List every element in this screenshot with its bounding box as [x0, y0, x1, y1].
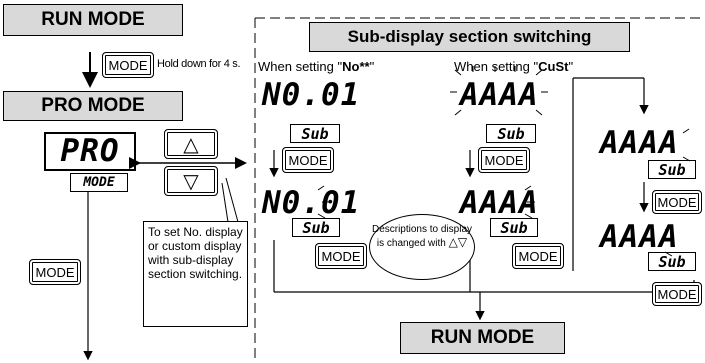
run-mode-label: RUN MODE [41, 9, 145, 30]
setting-cust-prefix: When setting " [454, 59, 539, 74]
setting-cust-suffix: " [568, 59, 574, 74]
down-triangle-icon: ▽ [183, 170, 199, 193]
run-mode-box-top: RUN MODE [3, 4, 183, 36]
sub-label: Sub [301, 124, 329, 143]
setting-cust-label: When setting "CuSt" [454, 59, 573, 74]
bubble-triangle-icons: △▽ [448, 235, 468, 249]
setting-no-suffix: " [369, 59, 375, 74]
sub-label: Sub [302, 218, 330, 237]
pro-mode-box: PRO MODE [3, 91, 183, 121]
pro-display-text: PRO [60, 133, 120, 169]
mode-key-hold[interactable]: MODE [102, 52, 154, 78]
mode-key-label: MODE [288, 152, 328, 168]
sub-label: Sub [658, 160, 686, 179]
setting-no-prefix: When setting " [258, 59, 343, 74]
sub-label: Sub [658, 252, 686, 271]
setting-cust-code: CuSt [538, 59, 569, 74]
mode-key-label: MODE [657, 286, 697, 302]
mode-key-third[interactable]: MODE [652, 190, 702, 214]
up-key[interactable]: △ [164, 129, 218, 159]
section-title-box: Sub-display section switching [309, 22, 630, 52]
display-cust-second: AAAA [460, 185, 539, 221]
display-no-first: N0.01 [262, 77, 361, 113]
blink-rays-icon [317, 66, 691, 257]
mode-key-label: MODE [484, 152, 524, 168]
display-cust-third: AAAA [600, 125, 679, 161]
setting-no-label: When setting "No**" [258, 59, 374, 74]
sub-display-no-first: Sub [290, 124, 340, 143]
down-key[interactable]: ▽ [164, 166, 218, 196]
run-mode-box-bottom: RUN MODE [400, 322, 565, 354]
pro-display: PRO [44, 132, 136, 171]
up-triangle-icon: △ [183, 133, 199, 156]
note-text: To set No. display or custom display wit… [148, 225, 243, 281]
sub-display-cust-second: Sub [490, 218, 538, 237]
mode-key-label: MODE [35, 264, 75, 280]
mode-key-no-bottom[interactable]: MODE [315, 243, 367, 269]
hold-instruction: Hold down for 4 s. [157, 58, 241, 70]
mode-key-left[interactable]: MODE [29, 259, 81, 285]
mode-sub-display-text: MODE [83, 175, 115, 190]
note-box: To set No. display or custom display wit… [143, 221, 248, 327]
description-bubble: Descriptions to display is changed with … [369, 214, 475, 280]
display-no-second: N0.01 [262, 185, 361, 221]
bubble-text: Descriptions to display is changed with [371, 224, 473, 249]
pro-mode-label: PRO MODE [41, 95, 145, 116]
display-cust-fourth: AAAA [600, 219, 679, 255]
sub-display-cust-first: Sub [486, 124, 536, 143]
sub-label: Sub [497, 124, 525, 143]
mode-key-fourth[interactable]: MODE [652, 282, 702, 306]
mode-key-cust-bottom[interactable]: MODE [512, 243, 564, 269]
mode-key-label: MODE [657, 194, 697, 210]
run-mode-bottom-label: RUN MODE [430, 327, 535, 348]
sub-display-cust-fourth: Sub [648, 252, 696, 271]
sub-display-cust-third: Sub [648, 160, 696, 179]
section-title: Sub-display section switching [347, 27, 592, 46]
mode-key-label: MODE [518, 248, 558, 264]
mode-key-no[interactable]: MODE [282, 147, 334, 173]
setting-no-code: No** [342, 59, 370, 74]
mode-key-label: MODE [321, 248, 361, 264]
sub-display-no-second: Sub [292, 218, 340, 237]
mode-sub-display: MODE [70, 173, 128, 192]
mode-key-cust[interactable]: MODE [478, 147, 530, 173]
display-cust-first: AAAA [460, 77, 539, 113]
sub-label: Sub [500, 218, 528, 237]
mode-key-label: MODE [108, 57, 148, 73]
